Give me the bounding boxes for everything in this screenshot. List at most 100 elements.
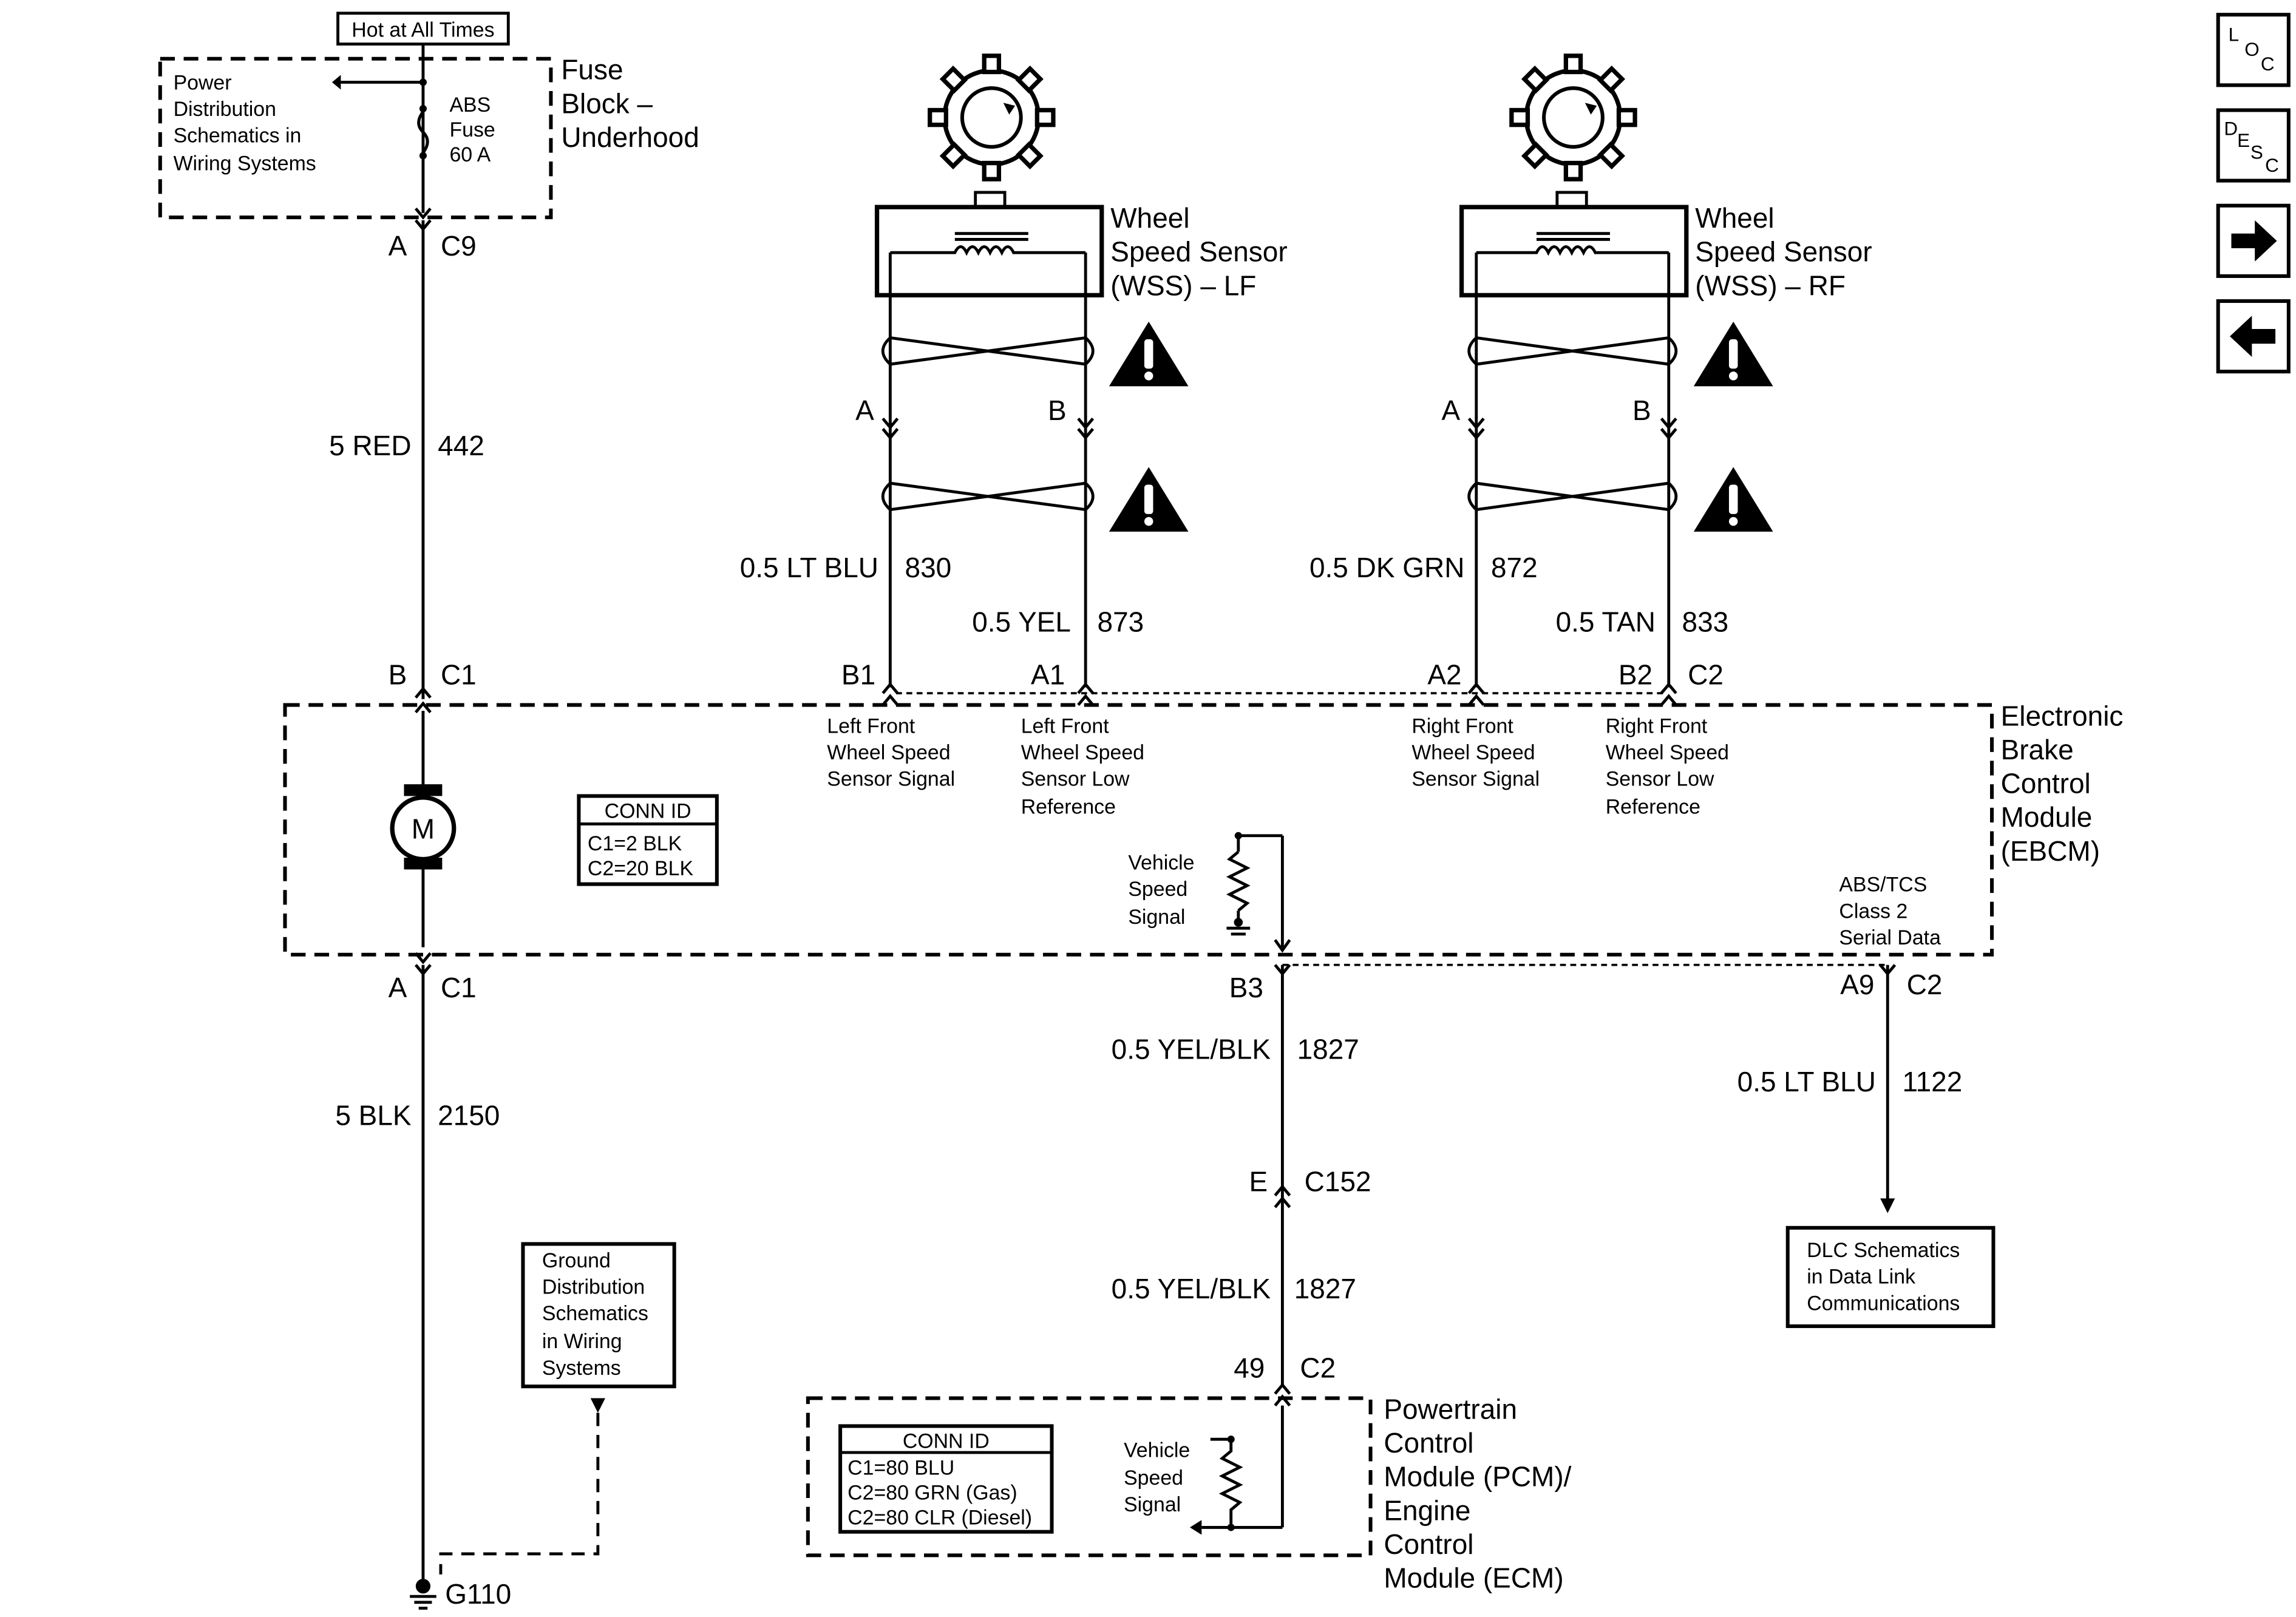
wss-lf-title: Wheel Speed Sensor (WSS) – LF: [1110, 202, 1295, 301]
twisted-pair-rf: [1467, 336, 1678, 512]
warning-icon: [1109, 467, 1189, 532]
svg-text:B: B: [1048, 395, 1067, 426]
connector-c1-top: B C1: [389, 659, 477, 714]
wire-1827a-circuit: 1827: [1297, 1034, 1359, 1065]
ebcm-title: Electronic Brake Control Module (EBCM): [2001, 700, 2131, 867]
wire-833-circuit: 833: [1682, 606, 1729, 637]
svg-text:C2: C2: [1688, 659, 1724, 691]
svg-text:DLC Schematics in Data L: DLC Schematics in Data Link Communicatio…: [1807, 1239, 1966, 1315]
pcm-title: Powertrain Control Module (PCM)/ Engine …: [1384, 1393, 1579, 1593]
svg-text:D E S C: D E S C: [2224, 118, 2278, 176]
svg-text:L O C: L O C: [2229, 24, 2275, 75]
svg-text:B2: B2: [1618, 659, 1652, 691]
lf-signal-label: Left Front Wheel Speed Sensor Signal: [827, 714, 956, 790]
wire-873-circuit: 873: [1098, 606, 1144, 637]
svg-text:B: B: [1632, 395, 1651, 426]
arrow-left-icon: [2230, 316, 2276, 357]
wheel-speed-sensor-lf: Wheel Speed Sensor (WSS) – LF: [874, 53, 1295, 301]
connector-c152: E C152: [1249, 1165, 1371, 1209]
warning-icon: [1693, 321, 1773, 387]
wire-872-circuit: 872: [1491, 552, 1538, 583]
connector-lf-ab: A B: [855, 395, 1095, 440]
svg-text:B1: B1: [841, 659, 875, 691]
wire-1827b-circuit: 1827: [1294, 1273, 1356, 1304]
svg-text:C152: C152: [1305, 1165, 1371, 1197]
connector-a9: A9 C2: [1840, 964, 1943, 1000]
next-button[interactable]: [2216, 203, 2291, 278]
wire-872-size: 0.5 DK GRN: [1309, 552, 1464, 583]
pcm-vss-label: Vehicle Speed Signal: [1124, 1439, 1196, 1516]
svg-text:B: B: [389, 659, 407, 691]
wire-830-size: 0.5 LT BLU: [740, 552, 878, 583]
hot-at-all-times-label: Hot at All Times: [352, 18, 494, 41]
svg-text:A: A: [389, 972, 407, 1003]
prev-button[interactable]: [2216, 299, 2291, 374]
warning-icon: [1109, 321, 1189, 387]
svg-text:C2: C2: [1300, 1352, 1336, 1384]
connector-lf-ebcm: B1 A1: [841, 659, 1095, 706]
pcm-module: Powertrain Control Module (PCM)/ Engine …: [806, 1393, 1579, 1594]
fuse-block: Hot at All Times Power Distribution Sche…: [158, 12, 699, 220]
wire-1122-circuit: 1122: [1902, 1066, 1962, 1097]
lf-low-ref-label: Left Front Wheel Speed Sensor Low Refere…: [1021, 714, 1150, 818]
ebcm-conn-id-title: CONN ID: [605, 800, 691, 823]
connector-c1-bottom: A C1: [389, 952, 477, 1003]
svg-text:Ground Distribution: Ground Distribution Schematics in Wiring…: [542, 1249, 654, 1380]
ebcm-conn-id-list: C1=2 BLK C2=20 BLK: [588, 832, 694, 880]
dlc-reference[interactable]: DLC Schematics in Data Link Communicatio…: [1785, 1225, 1995, 1328]
ebcm-vss-label: Vehicle Speed Signal: [1128, 851, 1200, 929]
svg-text:C9: C9: [441, 230, 477, 262]
wheel-speed-sensor-rf: Wheel Speed Sensor (WSS) – RF: [1459, 53, 1880, 301]
arrow-right-icon: [2231, 220, 2277, 262]
svg-text:A: A: [1441, 395, 1460, 426]
pcm-conn-id-title: CONN ID: [903, 1430, 990, 1453]
connector-rf-ebcm: A2 B2 C2: [1427, 659, 1724, 706]
wire-873-size: 0.5 YEL: [972, 606, 1071, 637]
desc-button[interactable]: D E S C: [2216, 108, 2291, 183]
rf-signal-label: Right Front Wheel Speed Sensor Signal: [1411, 714, 1541, 790]
svg-text:C1: C1: [441, 972, 477, 1003]
ground-g110: G110: [410, 1578, 511, 1610]
pcm-conn-id-list: C1=80 BLU C2=80 GRN (Gas) C2=80 CLR (Die…: [847, 1456, 1032, 1529]
wire-442-size: 5 RED: [329, 430, 411, 461]
wss-rf-title: Wheel Speed Sensor (WSS) – RF: [1695, 202, 1880, 301]
wire-2150-circuit: 2150: [438, 1099, 500, 1131]
connector-c9: A C9: [389, 208, 477, 262]
twisted-pair-lf: [881, 336, 1095, 512]
svg-text:A1: A1: [1031, 659, 1065, 691]
svg-text:B3: B3: [1229, 972, 1263, 1003]
connector-pcm-c2: 49 C2: [1234, 1352, 1336, 1407]
loc-button[interactable]: L O C: [2216, 13, 2291, 87]
fuse-block-title: Fuse Block – Underhood: [561, 54, 699, 153]
connector-b3: B3: [1229, 964, 1291, 1003]
svg-text:A9: A9: [1840, 969, 1874, 1000]
tone-wheel-rf-icon: [1509, 53, 1637, 181]
serial-data-label: ABS/TCS Class 2 Serial Data: [1839, 873, 1941, 949]
abs-fuse-label: ABS Fuse 60 A: [449, 93, 501, 166]
svg-text:49: 49: [1234, 1352, 1265, 1384]
svg-text:A: A: [389, 230, 407, 262]
connector-rf-ab: A B: [1441, 395, 1677, 440]
svg-text:C2: C2: [1907, 969, 1943, 1000]
ground-distribution-reference[interactable]: Ground Distribution Schematics in Wiring…: [439, 1242, 676, 1575]
svg-text:A2: A2: [1427, 659, 1461, 691]
wire-833-size: 0.5 TAN: [1556, 606, 1656, 637]
svg-text:C1: C1: [441, 659, 477, 691]
svg-text:E: E: [1249, 1165, 1268, 1197]
ebcm-module: Electronic Brake Control Module (EBCM) M…: [283, 700, 2131, 957]
wire-442-circuit: 442: [438, 430, 484, 461]
motor-symbol: M: [412, 813, 435, 845]
rf-low-ref-label: Right Front Wheel Speed Sensor Low Refer…: [1606, 714, 1735, 818]
power-distribution-label: Power Distribution Schematics in Wiring …: [174, 72, 316, 175]
wire-1827b-size: 0.5 YEL/BLK: [1112, 1273, 1271, 1304]
ground-label: G110: [445, 1578, 511, 1610]
wire-1827a-size: 0.5 YEL/BLK: [1112, 1034, 1271, 1065]
wire-830-circuit: 830: [905, 552, 952, 583]
tone-wheel-lf-icon: [928, 53, 1056, 181]
wire-2150-size: 5 BLK: [335, 1099, 412, 1131]
svg-text:A: A: [855, 395, 874, 426]
warning-icon: [1693, 467, 1773, 532]
wire-1122-size: 0.5 LT BLU: [1737, 1066, 1876, 1097]
